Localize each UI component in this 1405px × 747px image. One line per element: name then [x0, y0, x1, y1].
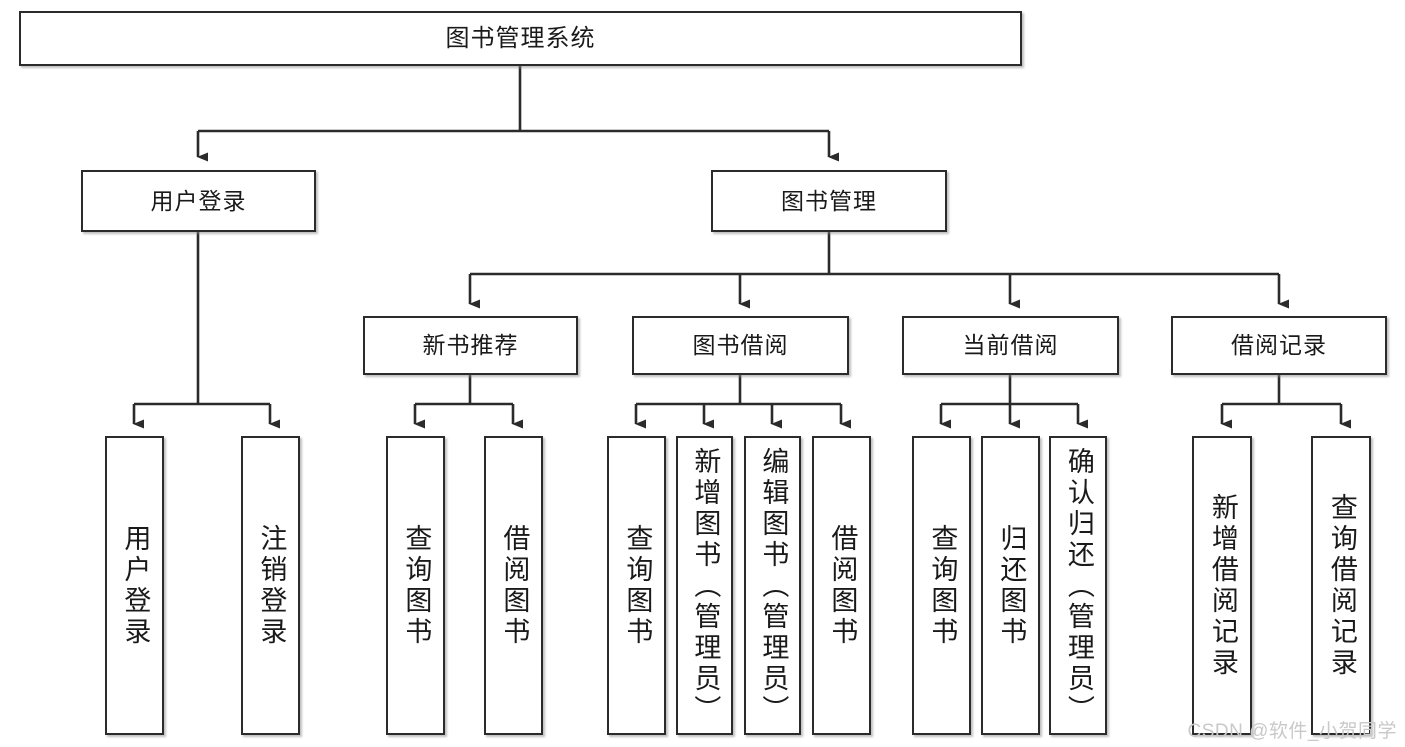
- node-label: 图书管理系统: [445, 24, 596, 52]
- leaf-borrow-book-borrow[interactable]: 借阅图书: [812, 436, 871, 735]
- leaf-query-book-current[interactable]: 查询图书: [912, 436, 971, 735]
- node-label: 当前借阅: [962, 332, 1059, 359]
- node-label: 借阅图书: [827, 523, 858, 648]
- leaf-query-borrow-record[interactable]: 查询借阅记录: [1311, 436, 1371, 735]
- leaf-return-book[interactable]: 归还图书: [981, 436, 1040, 735]
- node-book-manage[interactable]: 图书管理: [711, 170, 947, 232]
- node-user-login[interactable]: 用户登录: [81, 170, 316, 232]
- node-label: 查询图书: [401, 523, 432, 648]
- leaf-borrow-book-new[interactable]: 借阅图书: [484, 436, 543, 735]
- node-label: 借阅图书: [499, 523, 530, 648]
- node-label: 新增借阅记录: [1207, 492, 1238, 679]
- node-label: 查询图书: [927, 523, 958, 648]
- node-label: 用户登录: [120, 523, 151, 648]
- node-book-borrow[interactable]: 图书借阅: [632, 316, 849, 375]
- leaf-user-logout[interactable]: 注销登录: [241, 436, 300, 735]
- node-label: 确认归还（管理员）: [1063, 446, 1094, 726]
- node-borrow-record[interactable]: 借阅记录: [1171, 316, 1387, 375]
- node-label: 图书借阅: [692, 332, 789, 359]
- leaf-edit-book-admin[interactable]: 编辑图书（管理员）: [744, 436, 801, 735]
- node-label: 注销登录: [256, 523, 287, 648]
- node-label: 查询借阅记录: [1326, 492, 1357, 679]
- leaf-add-book-admin[interactable]: 新增图书（管理员）: [676, 436, 733, 735]
- node-current-borrow[interactable]: 当前借阅: [902, 316, 1119, 375]
- node-label: 归还图书: [996, 523, 1027, 648]
- leaf-query-book-borrow[interactable]: 查询图书: [607, 436, 666, 735]
- node-label: 新增图书（管理员）: [690, 446, 721, 726]
- node-label: 查询图书: [622, 523, 653, 648]
- leaf-confirm-return-admin[interactable]: 确认归还（管理员）: [1049, 436, 1107, 735]
- node-label: 用户登录: [150, 187, 247, 214]
- node-root-system[interactable]: 图书管理系统: [19, 11, 1022, 66]
- leaf-query-book-new[interactable]: 查询图书: [386, 436, 445, 735]
- csdn-watermark: CSDN @软件_小贺同学: [1187, 721, 1397, 742]
- node-label: 编辑图书（管理员）: [758, 446, 789, 726]
- node-label: 借阅记录: [1231, 332, 1327, 359]
- leaf-user-login[interactable]: 用户登录: [105, 436, 164, 735]
- leaf-add-borrow-record[interactable]: 新增借阅记录: [1192, 436, 1252, 735]
- node-label: 新书推荐: [422, 332, 519, 359]
- node-label: 图书管理: [781, 187, 877, 214]
- node-new-book-recommend[interactable]: 新书推荐: [363, 316, 578, 375]
